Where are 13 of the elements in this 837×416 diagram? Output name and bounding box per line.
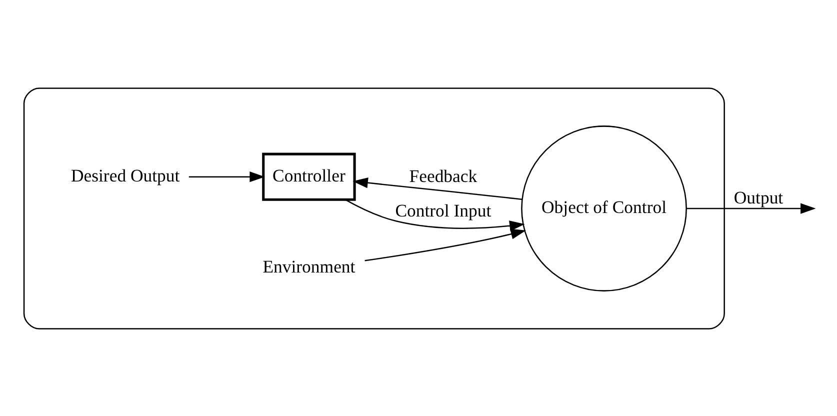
arrow — [364, 228, 526, 261]
arrow — [188, 171, 265, 182]
node-box: Controller — [262, 152, 356, 200]
edge-label: Control Input — [395, 200, 492, 220]
node-text: Environment — [262, 256, 356, 276]
edge-label: Output — [734, 187, 784, 208]
cluster — [23, 87, 725, 329]
node-circle: Object of Control — [521, 125, 687, 291]
edge-label: Feedback — [409, 166, 478, 186]
node-text: Desired Output — [70, 165, 180, 186]
arrow — [686, 202, 816, 214]
arrow — [345, 198, 525, 231]
arrow — [352, 177, 522, 200]
